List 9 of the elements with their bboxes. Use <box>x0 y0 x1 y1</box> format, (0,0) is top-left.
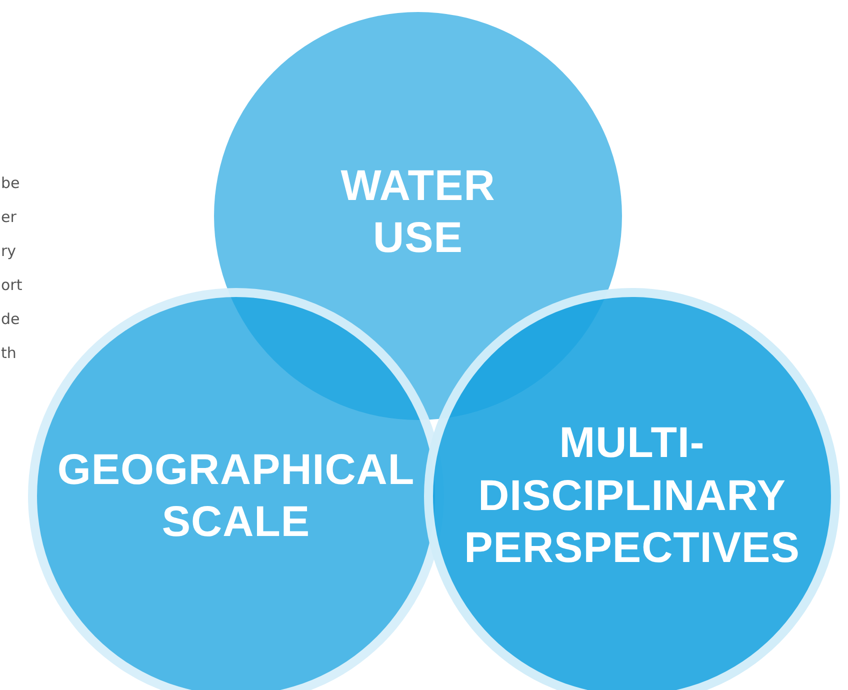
text-fragment: ry <box>1 242 16 260</box>
circle-label: WATER USE <box>340 160 496 264</box>
text-fragment: th <box>1 344 16 362</box>
text-fragment: be <box>1 174 20 192</box>
text-fragment: ort <box>1 276 22 294</box>
circle-label: MULTI- DISCIPLINARY PERSPECTIVES <box>463 418 801 574</box>
text-fragment: er <box>1 208 16 226</box>
text-fragment: de <box>1 310 20 328</box>
circle-label: GEOGRAPHICAL SCALE <box>56 444 416 548</box>
